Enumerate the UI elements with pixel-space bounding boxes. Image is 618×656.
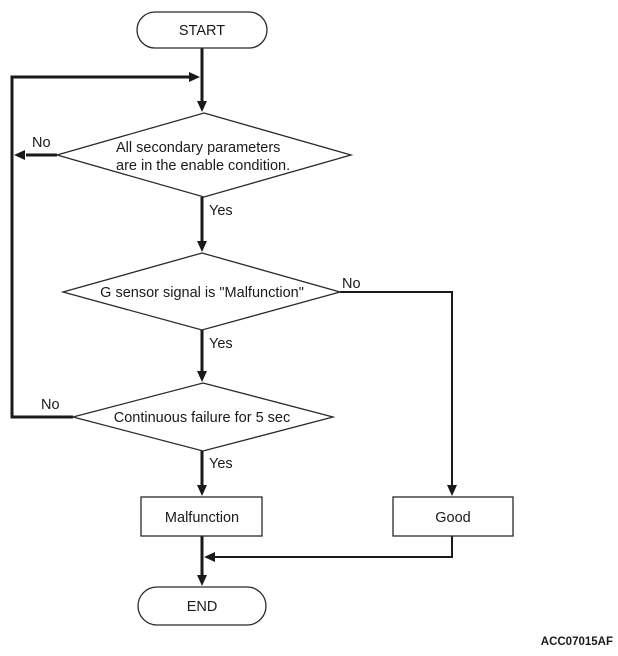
edge-decision3-yes bbox=[197, 451, 207, 496]
decision2-yes-label: Yes bbox=[209, 336, 233, 352]
arrowhead-down bbox=[197, 371, 207, 382]
arrowhead-left bbox=[14, 150, 25, 160]
start-label: START bbox=[179, 23, 225, 39]
malfunction-label: Malfunction bbox=[165, 510, 239, 526]
start-terminator bbox=[136, 11, 268, 49]
edge-good-to-end bbox=[204, 536, 453, 562]
edge-decision2-yes bbox=[197, 330, 207, 382]
decision3-diamond bbox=[70, 382, 336, 452]
arrowhead-down bbox=[197, 575, 207, 586]
decision2-no-label: No bbox=[342, 276, 361, 292]
arrowhead-down bbox=[197, 485, 207, 496]
edge-no-return-loop bbox=[10, 72, 200, 419]
decision3-no-label: No bbox=[41, 397, 60, 413]
arrowhead-down bbox=[447, 485, 457, 496]
arrowhead-left bbox=[204, 552, 215, 562]
decision1-diamond bbox=[54, 112, 354, 198]
decision3-yes-label: Yes bbox=[209, 456, 233, 472]
decision2-text: G sensor signal is "Malfunction" bbox=[100, 285, 304, 301]
good-label: Good bbox=[435, 510, 470, 526]
end-terminator bbox=[137, 586, 267, 626]
arrowhead-right bbox=[189, 72, 200, 82]
malfunction-box bbox=[140, 496, 263, 537]
edge-start-to-decision1 bbox=[197, 48, 207, 112]
end-label: END bbox=[187, 599, 218, 615]
decision1-text-line1: All secondary parameters bbox=[116, 140, 280, 156]
edge-decision1-yes bbox=[197, 197, 207, 252]
figure-code-label: ACC07015AF bbox=[541, 636, 613, 648]
arrowhead-down bbox=[197, 101, 207, 112]
decision1-text-line2: are in the enable condition. bbox=[116, 158, 290, 174]
arrowhead-down bbox=[197, 241, 207, 252]
edge-decision2-no bbox=[340, 291, 457, 496]
edge-malfunction-to-end bbox=[197, 536, 207, 586]
edge-decision1-no bbox=[14, 150, 57, 160]
decision2-diamond bbox=[60, 252, 343, 331]
decision1-no-label: No bbox=[32, 135, 51, 151]
good-box bbox=[392, 496, 514, 537]
decision3-text: Continuous failure for 5 sec bbox=[114, 410, 291, 426]
decision1-yes-label: Yes bbox=[209, 203, 233, 219]
